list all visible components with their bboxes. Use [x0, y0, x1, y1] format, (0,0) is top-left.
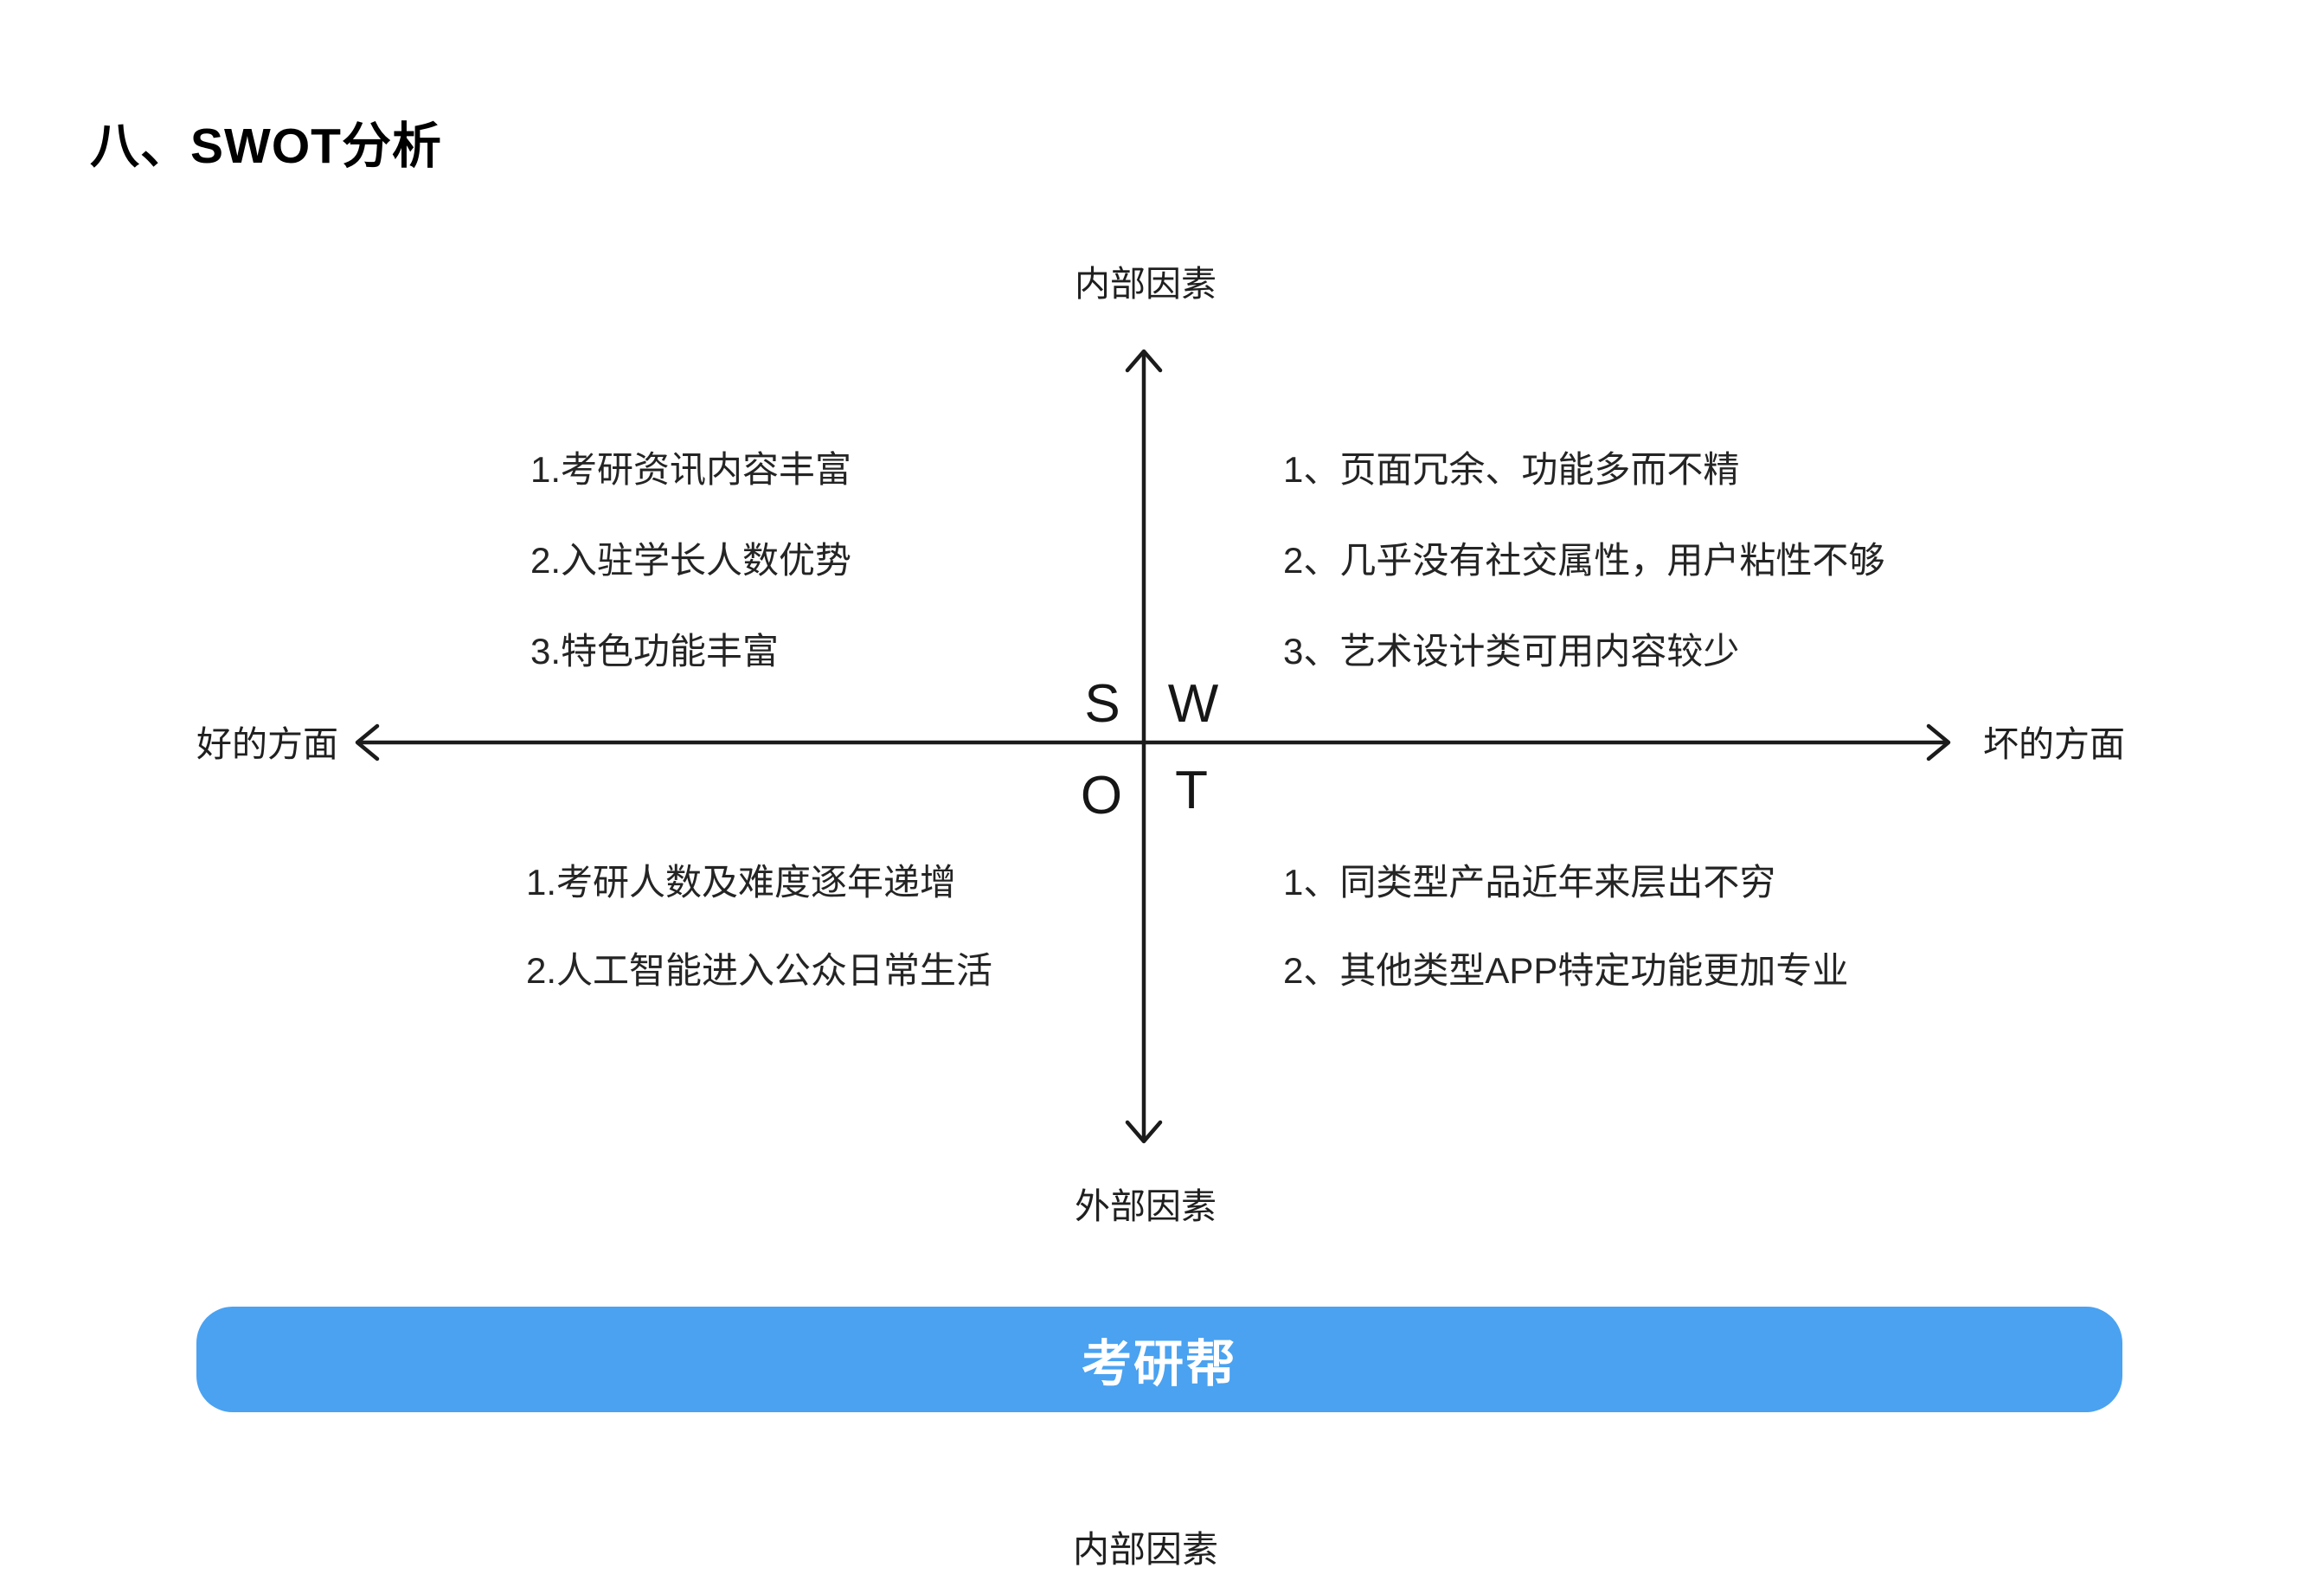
letter-o: O — [1080, 766, 1123, 826]
opportunities-list: 1.考研人数及难度逐年递增 2.人工智能进入公众日常生活 — [526, 838, 992, 1015]
letter-s: S — [1084, 674, 1120, 734]
right-arrow-icon — [1926, 723, 1951, 761]
weakness-item: 1、页面冗余、功能多而不精 — [1283, 449, 1740, 490]
down-arrow-icon — [1125, 1120, 1163, 1144]
threat-item: 2、其他类型APP特定功能更加专业 — [1283, 950, 1849, 991]
strength-item: 1.考研资讯内容丰富 — [530, 449, 852, 490]
letter-t: T — [1175, 761, 1208, 820]
opportunity-item: 1.考研人数及难度逐年递增 — [526, 862, 957, 903]
strength-item: 2.入驻学长人数优势 — [530, 540, 852, 581]
strengths-list: 1.考研资讯内容丰富 2.入驻学长人数优势 3.特色功能丰富 — [530, 424, 851, 697]
axis-label-good-left: 好的方面 — [196, 724, 338, 764]
threat-item: 1、同类型产品近年来层出不穷 — [1283, 862, 1776, 903]
weaknesses-list: 1、页面冗余、功能多而不精 2、几乎没有社交属性，用户粘性不够 3、艺术设计类可… — [1283, 424, 1884, 697]
strength-item: 3.特色功能丰富 — [530, 631, 780, 671]
weakness-item: 2、几乎没有社交属性，用户粘性不够 — [1283, 540, 1885, 581]
axis-label-external-bottom: 外部因素 — [1075, 1186, 1217, 1226]
left-arrow-icon — [355, 723, 380, 761]
axis-label-bad-right: 坏的方面 — [1983, 724, 2125, 764]
weakness-item: 3、艺术设计类可用内容较少 — [1283, 631, 1740, 671]
app-name-banner: 考研帮 — [196, 1307, 2122, 1412]
page-title: 八、SWOT分析 — [90, 119, 442, 174]
axis-label-internal-top: 内部因素 — [1075, 264, 1217, 304]
threats-list: 1、同类型产品近年来层出不穷 2、其他类型APP特定功能更加专业 — [1283, 838, 1848, 1015]
up-arrow-icon — [1125, 349, 1163, 373]
opportunity-item: 2.人工智能进入公众日常生活 — [526, 950, 993, 991]
letter-w: W — [1167, 674, 1219, 734]
next-section-top-label: 内部因素 — [1072, 1529, 1219, 1570]
